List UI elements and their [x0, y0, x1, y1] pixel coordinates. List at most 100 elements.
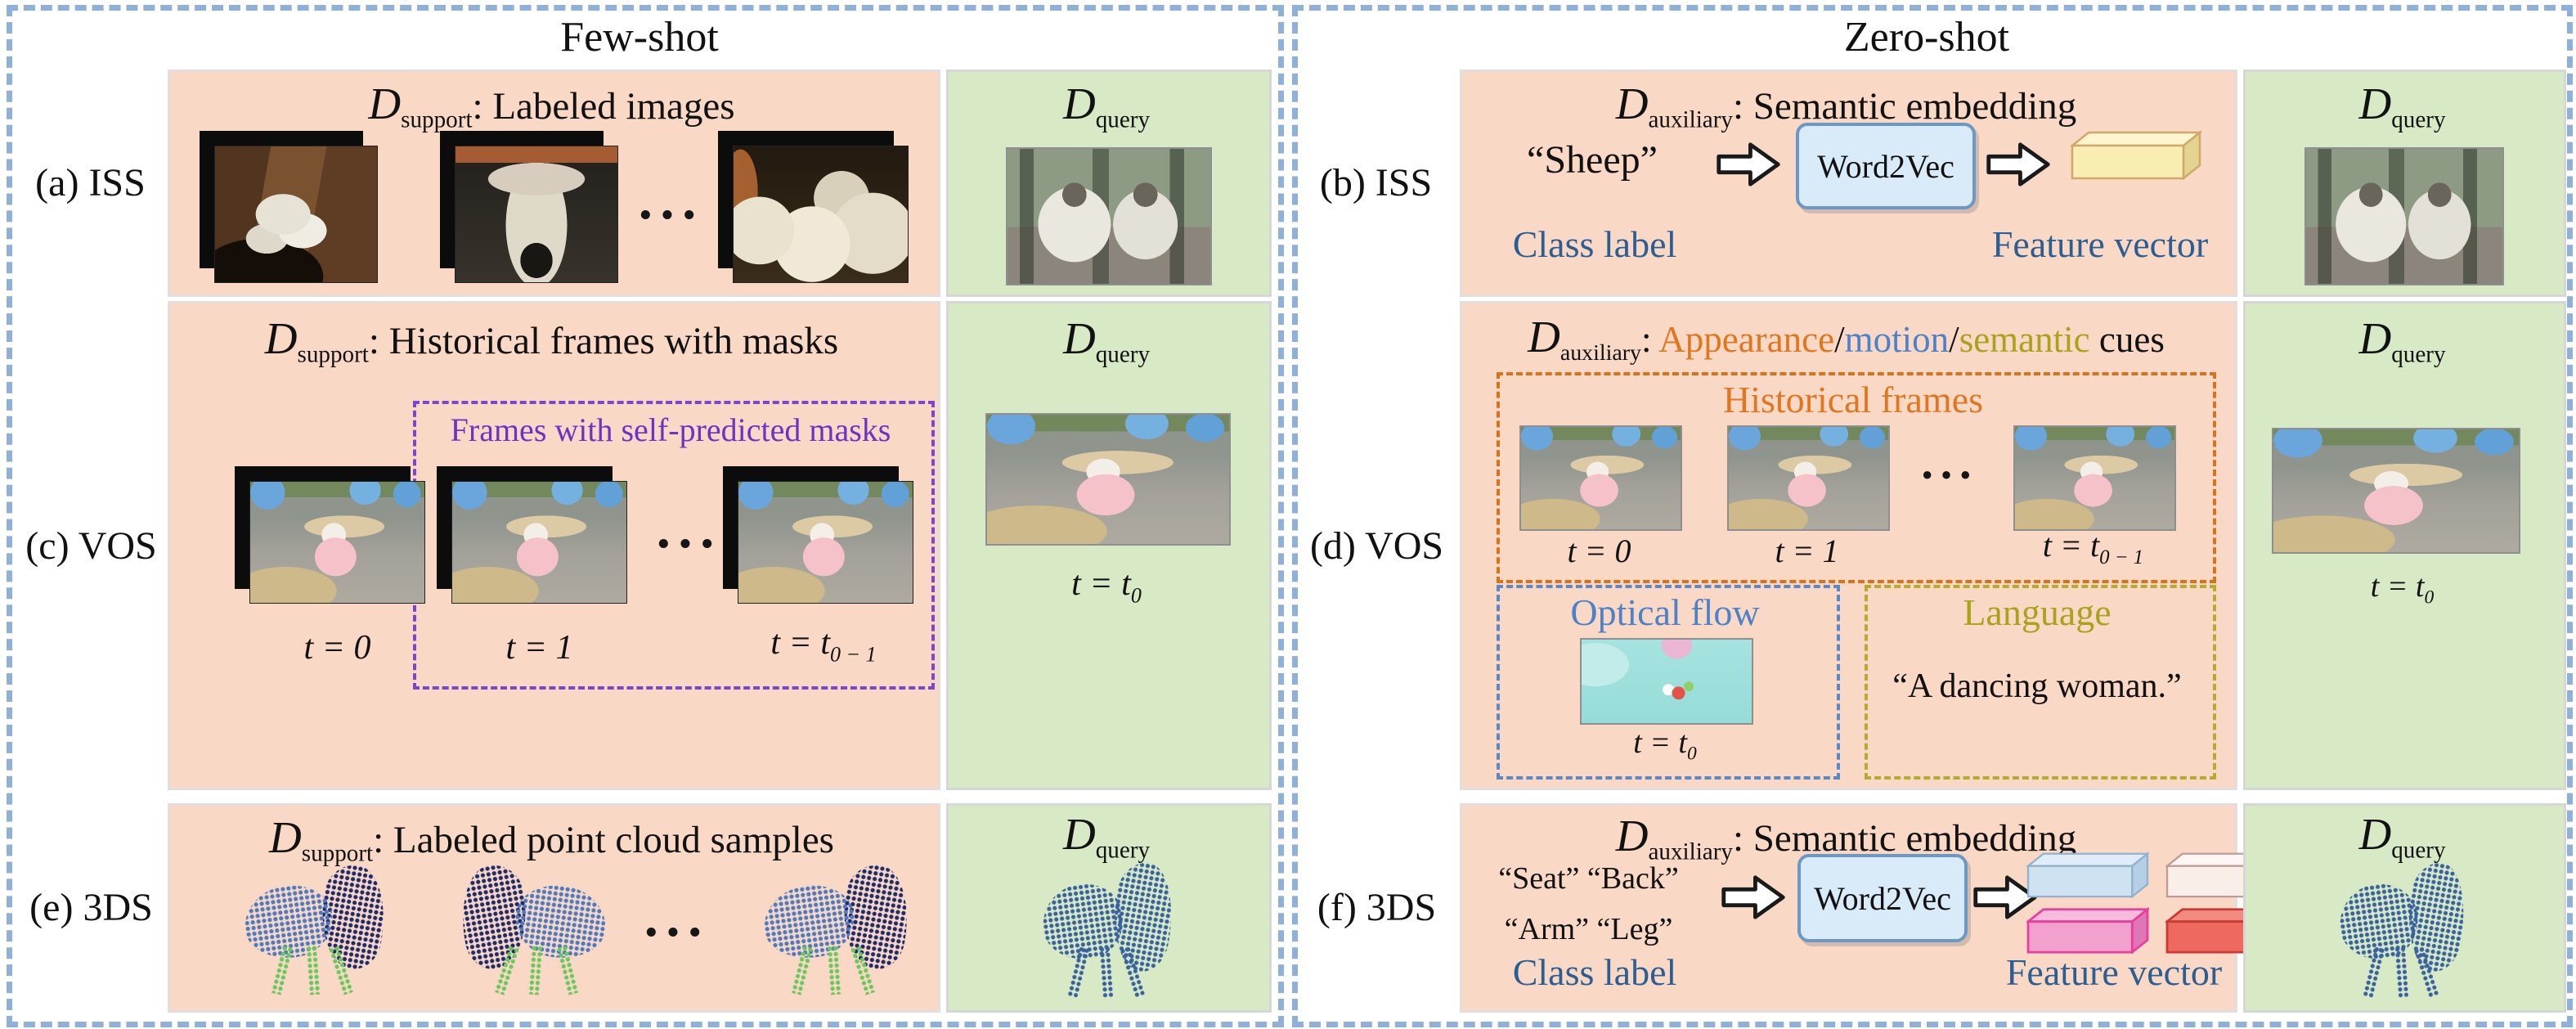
query-dancer-photo-c	[985, 413, 1231, 546]
cues-word: cues	[2089, 319, 2165, 360]
auxiliary-title-d: Dauxiliary: Appearance/motion/semantic c…	[1460, 311, 2233, 366]
auxiliary-title-text: : Semantic embedding	[1732, 85, 2077, 128]
d-subscript: auxiliary	[1648, 106, 1733, 133]
d-subscript: auxiliary	[1560, 340, 1641, 366]
word2vec-box-f: Word2Vec	[1797, 854, 1968, 942]
vos-frame-t0	[235, 466, 425, 604]
historical-frame-t0	[1519, 425, 1682, 531]
appearance-cue-word: Appearance	[1658, 319, 1835, 360]
auxiliary-title-b: Dauxiliary: Semantic embedding	[1460, 78, 2233, 133]
feature-vector-bar-yellow	[2071, 130, 2201, 180]
d-symbol: D	[2358, 313, 2392, 363]
query-title-d: Dquery	[2243, 312, 2561, 368]
time-label-tlast: t = t0 − 1	[1997, 526, 2189, 569]
historical-frames-title: Historical frames	[1722, 379, 1984, 420]
few-shot-title: Few-shot	[560, 14, 719, 61]
time-subscript: 0 − 1	[2099, 546, 2144, 568]
d-symbol: D	[264, 313, 298, 363]
auxiliary-title-text: : Semantic embedding	[1732, 817, 2077, 860]
row-label-e: (e) 3DS	[29, 886, 153, 929]
optical-flow-box	[1497, 585, 1840, 780]
slash: /	[1834, 319, 1845, 360]
word2vec-box-b: Word2Vec	[1796, 123, 1976, 209]
language-quote: “A dancing woman.”	[1892, 667, 2182, 705]
ellipsis-e: ···	[641, 901, 708, 963]
d-symbol: D	[368, 79, 402, 128]
point-cloud-chair-3	[759, 860, 918, 995]
arrow-right-icon	[1717, 142, 1780, 186]
zero-shot-title: Zero-shot	[1843, 14, 2010, 61]
vos-frame-tlast	[723, 466, 913, 604]
self-predicted-masks-label: Frames with self-predicted masks	[450, 411, 891, 448]
d-subscript: query	[1095, 341, 1151, 368]
time-label-query-c: t = t0	[946, 564, 1267, 608]
feature-vector-label-b: Feature vector	[1991, 223, 2209, 265]
query-point-cloud-chair-f	[2335, 858, 2475, 999]
class-label-b: Class label	[1512, 223, 1677, 265]
query-title-f: Dquery	[2243, 808, 2561, 864]
feature-vector-bar-magenta	[2026, 906, 2149, 954]
d-symbol: D	[1528, 312, 1560, 362]
query-dancer-photo-d	[2272, 428, 2520, 554]
historical-frames-box	[1497, 372, 2216, 583]
language-box	[1865, 585, 2216, 780]
sheep-barn-image	[214, 146, 378, 283]
query-sheep-photo-b	[2304, 147, 2504, 285]
d-symbol: D	[1062, 79, 1096, 128]
d-subscript: query	[1095, 837, 1151, 864]
optical-flow-image	[1580, 638, 1753, 725]
support-title-text: : Historical frames with masks	[368, 320, 839, 362]
query-title-e: Dquery	[946, 808, 1267, 864]
support-title-c: Dsupport: Historical frames with masks	[168, 312, 936, 368]
query-point-cloud-chair	[1038, 858, 1182, 999]
chair-leg-points	[1099, 946, 1114, 999]
d-subscript: query	[2391, 341, 2446, 368]
chair-leg-points	[827, 945, 843, 995]
time-label-t1: t = 1	[505, 629, 573, 667]
time-subscript: 0	[1130, 583, 1142, 608]
labeled-sheep-photo-3	[718, 131, 909, 283]
dancer-frame-image	[451, 481, 627, 604]
vos-frame-t1	[437, 466, 627, 604]
motion-cue-word: motion	[1844, 319, 1950, 360]
historical-frame-tlast	[2013, 425, 2176, 531]
arrow-right-icon	[1973, 875, 2037, 919]
point-cloud-chair-2	[452, 860, 611, 995]
historical-frame-t1	[1727, 425, 1890, 531]
dancer-frame-image	[738, 481, 913, 604]
class-label-f: Class label	[1512, 951, 1677, 993]
query-box-c	[946, 301, 1272, 790]
point-cloud-chair-1	[239, 860, 394, 995]
d-subscript: query	[2391, 837, 2446, 864]
d-symbol: D	[1062, 313, 1096, 363]
row-label-c: (c) VOS	[25, 524, 157, 568]
d-symbol: D	[2358, 79, 2392, 128]
time-subscript: 0	[1686, 743, 1697, 765]
d-symbol: D	[1615, 79, 1649, 128]
support-title-text: : Labeled images	[472, 85, 735, 128]
support-title-text: : Labeled point cloud samples	[373, 819, 834, 861]
sheep-face-image	[455, 146, 618, 283]
d-subscript: auxiliary	[1648, 838, 1733, 865]
dancer-frame-image	[249, 481, 425, 604]
d-symbol: D	[1062, 809, 1096, 859]
time-base: t = t	[2042, 527, 2100, 564]
support-title-a: Dsupport: Labeled images	[168, 78, 936, 133]
query-title-b: Dquery	[2243, 78, 2561, 133]
d-subscript: query	[2391, 106, 2446, 133]
auxiliary-title-f: Dauxiliary: Semantic embedding	[1460, 810, 2233, 865]
time-base: t = t	[1633, 726, 1687, 760]
row-label-b: (b) ISS	[1319, 161, 1433, 204]
class-word-sheep: “Sheep”	[1527, 138, 1658, 182]
optical-flow-title: Optical flow	[1570, 591, 1760, 633]
feature-vector-label-f: Feature vector	[2005, 951, 2223, 993]
time-label-t0: t = 0	[1567, 532, 1631, 569]
labeled-sheep-photo-2	[440, 131, 618, 283]
class-words-line2: “Arm” “Leg”	[1504, 912, 1673, 946]
chair-leg-points	[305, 945, 321, 995]
language-title: Language	[1963, 591, 2112, 633]
sheep-herd-image	[733, 146, 909, 283]
chair-leg-points	[527, 945, 543, 995]
time-base: t = t	[1071, 565, 1131, 603]
d-symbol: D	[2358, 809, 2392, 859]
